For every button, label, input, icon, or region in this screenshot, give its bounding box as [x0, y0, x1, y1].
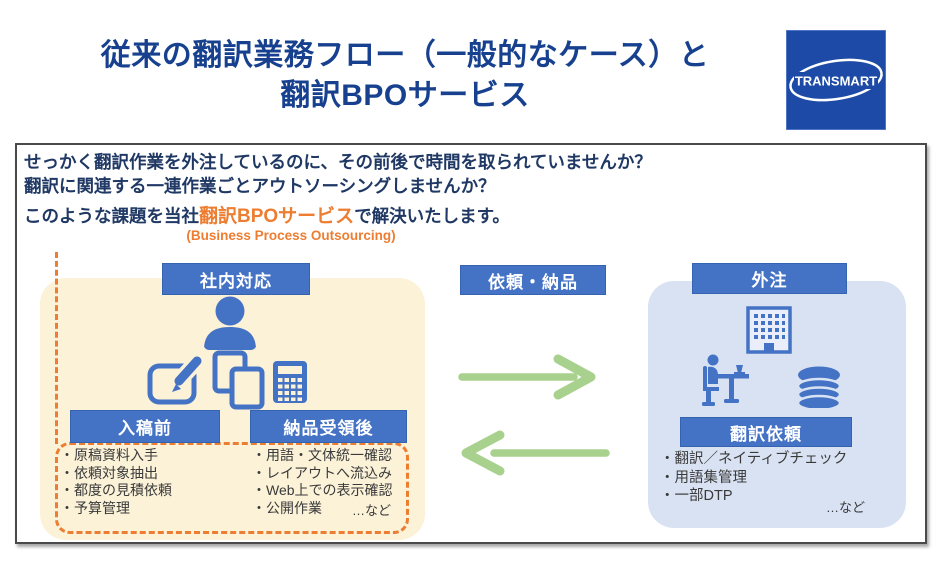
transmart-logo: TRANSMART: [786, 30, 886, 130]
list-item: ・予算管理: [60, 499, 130, 516]
arrow-left-icon: [461, 430, 610, 476]
logo-text: TRANSMART: [795, 74, 877, 89]
page-title: 従来の翻訳業務フロー（一般的なケース）と 翻訳BPOサービス: [55, 36, 755, 116]
page-title-line-1: 従来の翻訳業務フロー（一般的なケース）と: [100, 39, 710, 72]
translation-request-list: ・翻訳／ネイティブチェック・用語集管理・一部DTP: [660, 450, 847, 506]
bpo-expansion-caption: (Business Process Outsourcing): [186, 228, 396, 243]
inhouse-header: 社内対応: [162, 263, 310, 295]
translation-request-etc: …など: [826, 500, 866, 515]
outsourcing-header: 外注: [692, 263, 847, 294]
list-item: ・公開作業: [252, 499, 322, 516]
logo-swoosh-icon: [789, 58, 883, 102]
dashed-timeline-line: [55, 252, 58, 444]
list-item: ・用語・文体統一確認: [252, 447, 392, 463]
list-item: ・原稿資料入手: [60, 447, 158, 463]
building-icon: [746, 306, 792, 354]
list-item: ・Web上での表示確認: [252, 482, 393, 498]
person-at-desk-icon: [702, 354, 749, 406]
list-item: ・都度の見積依頼: [60, 482, 172, 498]
pre-submission-list: ・原稿資料入手・依頼対象抽出・都度の見積依頼・予算管理: [60, 447, 172, 517]
calculator-icon: [273, 361, 307, 403]
intro-line-3: このような課題を当社翻訳BPOサービスで解決いたします。: [24, 201, 510, 228]
edit-icon: [147, 356, 206, 405]
list-item: ・依頼対象抽出: [60, 464, 158, 481]
arrow-right-icon: [458, 354, 596, 400]
translation-request-header: 翻訳依頼: [680, 417, 852, 447]
list-item: ・レイアウトへ流込み: [252, 464, 392, 481]
person-icon: [204, 296, 256, 350]
post-delivery-header: 納品受領後: [250, 410, 407, 443]
page-title-line-2: 翻訳BPOサービス: [280, 79, 530, 112]
list-item: ・一部DTP: [660, 488, 733, 504]
copy-documents-icon: [212, 350, 265, 410]
database-icon: [796, 366, 842, 408]
intro-line-3-suffix: で解決いたします。: [354, 206, 510, 226]
list-item: ・翻訳／ネイティブチェック: [660, 451, 848, 467]
dashed-task-outline: [55, 442, 409, 534]
intro-line-3-highlight: 翻訳BPOサービス: [199, 206, 355, 227]
intro-line-1: せっかく翻訳作業を外注しているのに、その前後で時間を取られていませんか？: [24, 152, 652, 172]
pre-submission-header: 入稿前: [70, 410, 220, 443]
intro-line-2: 翻訳に関連する一連作業ごとアウトソーシングしませんか？: [24, 176, 496, 196]
post-delivery-etc: …など: [352, 503, 392, 518]
request-delivery-header: 依頼・納品: [460, 265, 606, 295]
list-item: ・用語集管理: [660, 469, 747, 486]
intro-line-3-prefix: このような課題を当社: [24, 206, 199, 226]
post-delivery-list: ・用語・文体統一確認・レイアウトへ流込み・Web上での表示確認・公開作業: [252, 447, 393, 517]
